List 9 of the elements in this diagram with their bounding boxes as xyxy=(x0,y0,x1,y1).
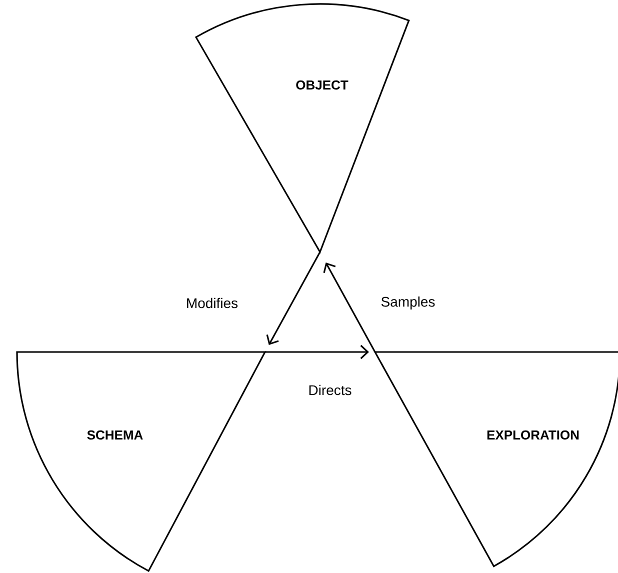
arrow xyxy=(323,262,376,352)
arrow xyxy=(265,344,369,360)
sector: EXPLORATION xyxy=(374,351,618,568)
sector: OBJECT xyxy=(195,3,410,253)
edge-label: Modifies xyxy=(184,296,240,310)
edge-label: Samples xyxy=(380,295,436,311)
sector: SCHEMA xyxy=(16,351,266,572)
arrow xyxy=(266,252,321,345)
edge-label: Directs xyxy=(307,384,353,396)
